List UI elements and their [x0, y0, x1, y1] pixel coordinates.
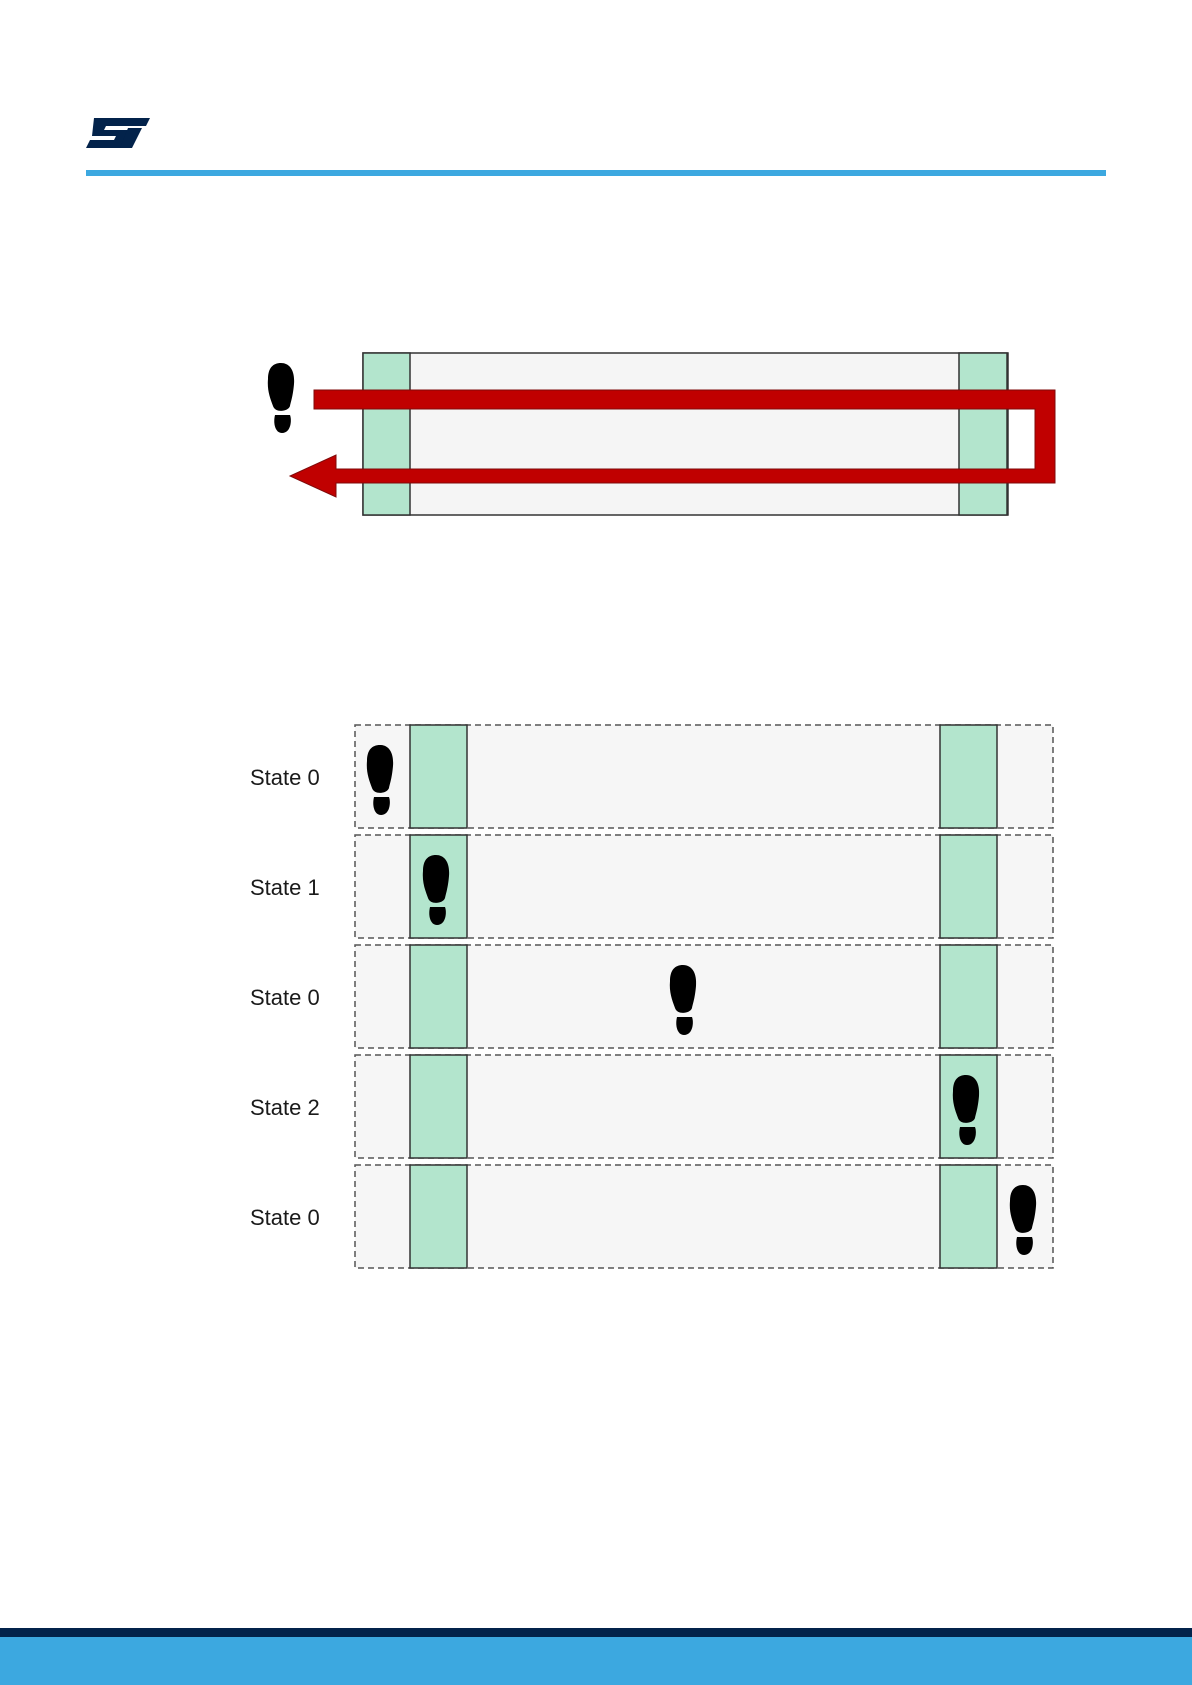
footer-rule-dark [0, 1628, 1192, 1637]
state-row: State 1 [250, 835, 1053, 938]
entry-zone [363, 353, 410, 515]
state-row: State 2 [250, 1055, 1053, 1158]
state-label: State 2 [250, 1095, 320, 1120]
exit-zone [959, 353, 1007, 515]
state-row: State 0 [250, 1165, 1053, 1268]
state-row: State 0 [250, 945, 1053, 1048]
state-label: State 0 [250, 1205, 320, 1230]
state-row: State 0 [250, 725, 1053, 828]
corridor-path-diagram [255, 345, 1065, 525]
state-label: State 0 [250, 765, 320, 790]
state-label: State 1 [250, 875, 320, 900]
state-sequence-diagram: State 0 State 1 State 0 State 2 State 0 [230, 720, 1060, 1280]
footer-band [0, 1637, 1192, 1685]
header-rule [86, 170, 1106, 176]
corridor [363, 353, 1008, 515]
footprint-icon [268, 363, 294, 433]
state-label: State 0 [250, 985, 320, 1010]
st-logo-icon [84, 114, 152, 152]
